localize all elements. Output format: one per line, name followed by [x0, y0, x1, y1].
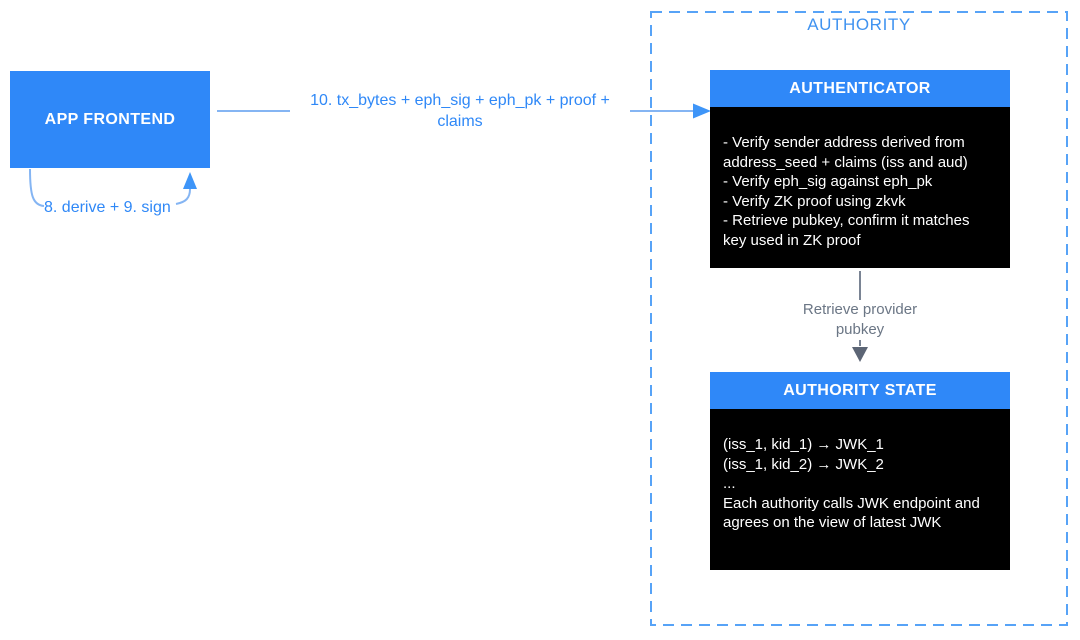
request-arrow-label: 10. tx_bytes + eph_sig + eph_pk + proof …	[290, 90, 630, 132]
authority-state-header: AUTHORITY STATE	[710, 372, 1010, 409]
authenticator-body: - Verify sender address derived from add…	[710, 107, 1010, 268]
retrieve-arrow-label: Retrieve provider pubkey	[785, 300, 935, 340]
authenticator-node: AUTHENTICATOR - Verify sender address de…	[710, 70, 1010, 268]
retrieve-arrowhead-icon	[852, 347, 868, 362]
self-loop-label: 8. derive + 9. sign	[44, 199, 171, 216]
app-frontend-node: APP FRONTEND	[10, 71, 210, 168]
authority-group-border	[650, 11, 1068, 626]
self-loop-right-curve	[175, 188, 191, 205]
authority-state-node: AUTHORITY STATE (iss_1, kid_1) → JWK_1 (…	[710, 372, 1010, 570]
self-loop-arrowhead-icon	[183, 172, 197, 189]
authority-state-body: (iss_1, kid_1) → JWK_1 (iss_1, kid_2) → …	[710, 409, 1010, 570]
self-loop-left-curve	[29, 168, 45, 207]
request-arrowhead-icon	[693, 103, 711, 119]
authenticator-header: AUTHENTICATOR	[710, 70, 1010, 107]
authority-group-title: AUTHORITY	[807, 15, 911, 34]
app-frontend-label: APP FRONTEND	[44, 110, 176, 128]
